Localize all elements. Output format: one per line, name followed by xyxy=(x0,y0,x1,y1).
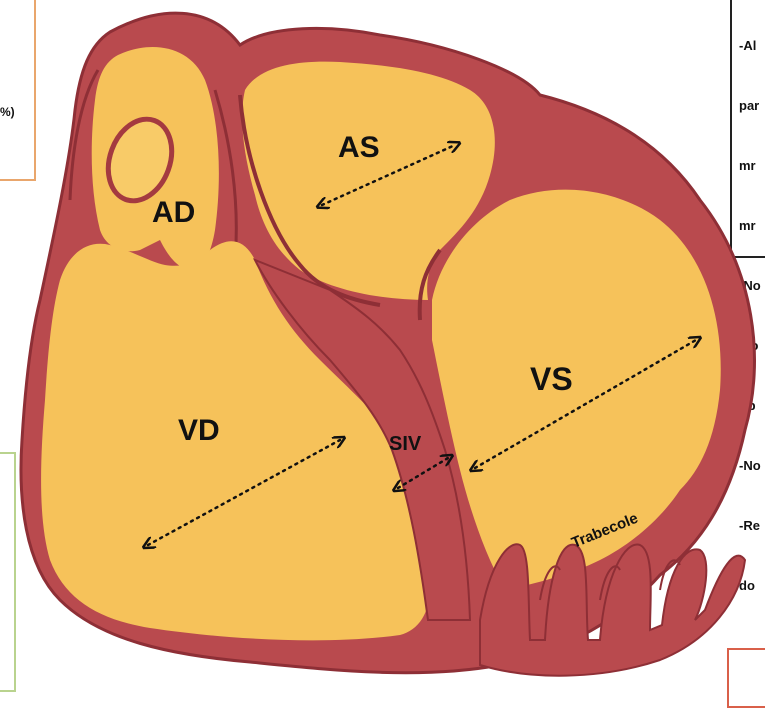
label-left-ventricle: VS xyxy=(530,361,573,397)
label-left-atrium: AS xyxy=(338,131,380,164)
heart-diagram: AD AS VD VS SIV Trabecole xyxy=(0,0,765,677)
label-right-ventricle: VD xyxy=(178,414,220,447)
label-right-atrium: AD xyxy=(152,196,195,229)
label-septum: SIV xyxy=(389,433,422,455)
